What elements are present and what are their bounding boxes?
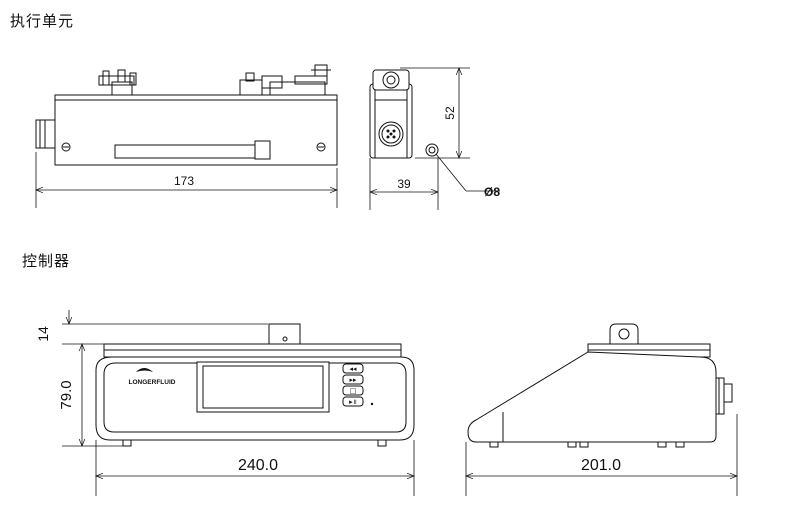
- stop-icon: □: [350, 387, 357, 395]
- dim-173-label: 173: [174, 174, 194, 188]
- dim-240-lines: [95, 440, 415, 496]
- dim-diameter-leader: [435, 153, 500, 192]
- dim-52-label: 52: [443, 106, 457, 120]
- dim-173-lines: [35, 152, 338, 208]
- control-button-icons: ◂◂ ▸▸ □ ▸॥: [349, 365, 357, 406]
- rewind-icon: ◂◂: [349, 365, 357, 373]
- indicator-dot: [370, 402, 374, 406]
- fast-forward-icon: ▸▸: [349, 376, 357, 384]
- dim-79-label: 79.0: [58, 380, 75, 409]
- dim-201-lines: [465, 414, 738, 496]
- dim-52-lines: [400, 67, 470, 159]
- controller-front-view: [95, 323, 415, 447]
- dim-39-lines: [369, 158, 439, 210]
- brand-label: LONGERFLUID: [129, 379, 176, 386]
- actuator-front-view: [35, 64, 338, 166]
- dim-39-label: 39: [397, 177, 411, 191]
- controller-side-view: [467, 323, 733, 448]
- actuator-section-title: 执行单元: [10, 12, 75, 30]
- dim-240-label: 240.0: [238, 457, 278, 474]
- dim-14-lines: [62, 310, 268, 345]
- brand-logo: LONGERFLUID: [129, 368, 176, 386]
- actuator-side-view: [369, 69, 439, 159]
- dim-diameter-label: Ø8: [484, 185, 500, 199]
- dim-14-label: 14: [35, 326, 51, 342]
- dim-79-lines: [62, 343, 123, 447]
- play-pause-icon: ▸॥: [349, 398, 357, 406]
- controller-section-title: 控制器: [22, 252, 71, 270]
- dim-201-label: 201.0: [581, 457, 621, 474]
